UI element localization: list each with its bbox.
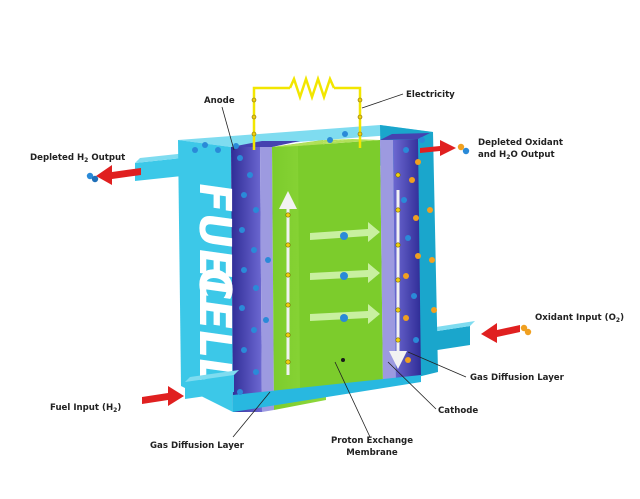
brand-line-1: FUEL [189,179,240,310]
brand-line-2: CELL [189,264,240,390]
membrane-front [298,140,383,392]
label-electricity: Electricity [406,90,455,100]
label-fuel-input: Fuel Input (H2) [50,403,121,414]
flow-arrows [96,140,520,406]
fuel-cell-brand: FUEL CELL [189,179,240,389]
pipe-bottom-left [185,370,239,399]
leader-lines [221,93,467,438]
label-depleted-oxidant: Depleted Oxidant [478,138,563,148]
arrow-depleted-h2-out [96,165,141,185]
arrow-fuel-in [142,386,184,406]
anode-electrode [260,147,274,412]
resistor-zigzag [288,75,336,101]
housing-top-face [178,125,433,147]
arrow-oxidant-in [481,323,520,343]
label-cathode: Cathode [438,406,478,416]
proton-flow-arrows [310,222,380,362]
anode-gdl [231,147,262,412]
cathode-electrode [380,140,396,384]
label-oxidant-input: Oxidant Input (O2) [535,313,624,324]
label-anode: Anode [204,96,235,106]
hydrogen-particles [192,131,348,395]
label-depleted-h2: Depleted H2 Output [30,153,125,164]
label-gas-diffusion-left: Gas Diffusion Layer [150,441,245,451]
label-pem-line1: Proton Exchange [331,436,413,446]
housing-bottom-strip [233,375,421,412]
electric-circuit [252,75,362,150]
label-gas-diffusion-right: Gas Diffusion Layer [470,373,565,383]
wire-electrons [251,97,363,137]
housing-front-face [178,140,233,412]
label-pem-line2: Membrane [346,448,398,458]
electrode-electrons [285,172,401,365]
pipe-top-left [135,153,187,181]
cathode-gdl [393,139,421,382]
label-depleted-oxidant-line2: and H2O Output [478,150,555,161]
arrow-depleted-oxidant-out [420,140,456,156]
flow-molecules [86,143,532,336]
oxygen-particles [401,137,437,363]
